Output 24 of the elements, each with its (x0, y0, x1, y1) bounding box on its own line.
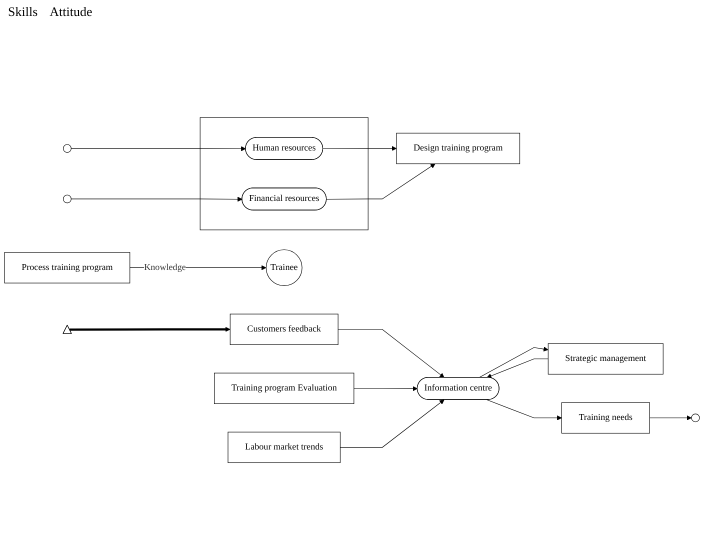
node-box: Strategic management (548, 343, 664, 374)
arrow (70, 326, 230, 332)
arrow (649, 415, 692, 420)
arrow (478, 346, 548, 378)
arrow (340, 399, 444, 448)
arrow (354, 386, 418, 391)
arrow (70, 196, 242, 202)
node-box: Training needs (561, 402, 650, 434)
node-box: Process training program (4, 252, 130, 284)
node-box: Design training program (396, 132, 520, 164)
side-label: Skills (8, 4, 38, 20)
node-box: Labour market trends (228, 432, 340, 463)
arrow (326, 163, 436, 200)
edge-label: Knowledge (144, 262, 186, 272)
node-box: Customers feedback (230, 314, 338, 345)
arrow (70, 146, 246, 152)
node-circle: Trainee (266, 249, 302, 286)
arrow (486, 399, 562, 420)
arrow (322, 146, 397, 151)
arrow (338, 328, 444, 378)
node-box: Training program Evaluation (214, 372, 354, 404)
cluster (200, 117, 368, 230)
arrow (486, 358, 548, 378)
side-label: Attitude (50, 4, 92, 20)
